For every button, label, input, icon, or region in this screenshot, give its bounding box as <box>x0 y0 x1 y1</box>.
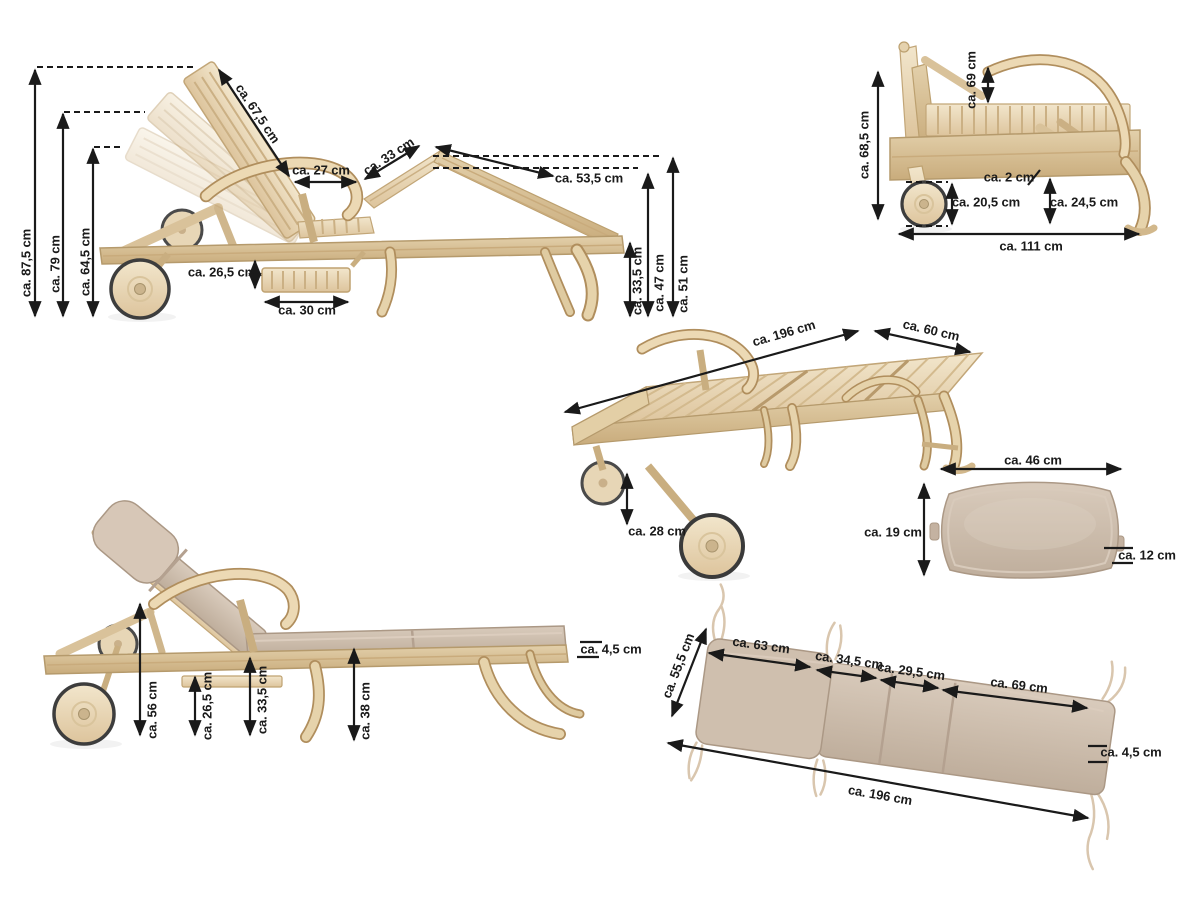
dim-folded-gap: ca. 2 cm <box>983 169 1035 185</box>
dim-cushion-side-tray-height: ca. 26,5 cm <box>199 671 215 741</box>
dim-wheel-diameter: ca. 20,5 cm <box>951 194 1021 210</box>
dim-recline-low-height: ca. 64,5 cm <box>77 227 93 297</box>
dim-folded-length: ca. 111 cm <box>999 238 1063 254</box>
view-lounger-perspective-art <box>571 328 984 581</box>
dim-frame-height: ca. 33,5 cm <box>629 246 645 316</box>
view-lounger-cushion-side-art <box>43 500 585 749</box>
view-lounger-folded-art <box>889 41 1158 236</box>
dim-kneerest-lower: ca. 53,5 cm <box>554 170 624 186</box>
dim-seat-gap: ca. 27 cm <box>292 162 350 178</box>
dim-cushion-side-thickness: ca. 4,5 cm <box>580 641 642 657</box>
dim-folded-height: ca. 68,5 cm <box>856 110 872 180</box>
dim-tray-height: ca. 26,5 cm <box>187 264 257 280</box>
dim-end-height: ca. 51 cm <box>675 255 691 313</box>
dim-cushion-side-armrest-height: ca. 56 cm <box>144 681 160 739</box>
dimension-arrows <box>28 66 1141 822</box>
dim-cushion-side-frame-height: ca. 33,5 cm <box>254 665 270 735</box>
dim-folded-clearance: ca. 24,5 cm <box>1049 194 1119 210</box>
dim-folded-armrest-height: ca. 69 cm <box>963 51 979 109</box>
dim-pad-thickness: ca. 4,5 cm <box>1100 744 1162 760</box>
dim-pillow-height: ca. 19 cm <box>864 524 922 540</box>
view-cushion-top-art <box>687 583 1127 871</box>
dim-deck-height: ca. 28 cm <box>628 523 686 539</box>
dim-pillow-thickness: ca. 12 cm <box>1118 547 1176 563</box>
dim-pillow-width: ca. 46 cm <box>1004 452 1062 468</box>
dim-cushion-side-seat-height: ca. 38 cm <box>357 682 373 740</box>
dim-mid-height: ca. 47 cm <box>651 254 667 312</box>
view-lounger-side-recline-art <box>99 59 625 322</box>
dim-recline-max-height: ca. 87,5 cm <box>18 228 34 298</box>
dim-tray-width: ca. 30 cm <box>278 302 336 318</box>
view-pillow-art <box>929 481 1125 579</box>
dim-recline-mid-height: ca. 79 cm <box>47 235 63 293</box>
